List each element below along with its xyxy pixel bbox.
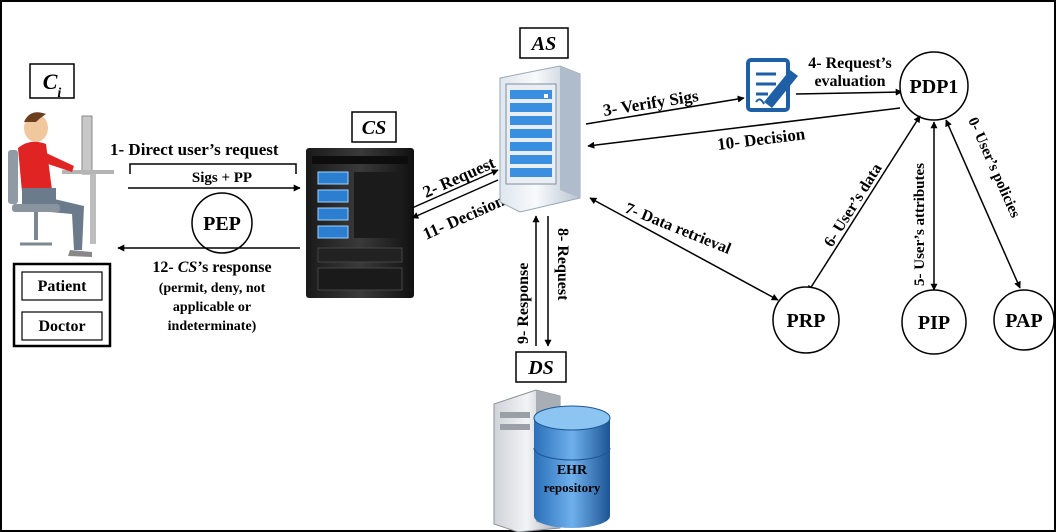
flow-7-arrow — [589, 197, 779, 301]
flow-12-label: 12- CS’s response — [152, 259, 271, 276]
ci-node: Ci — [29, 63, 75, 101]
role-doctor: Doctor — [38, 318, 85, 335]
ci-label: Ci — [43, 69, 62, 101]
cs-server-icon — [306, 148, 414, 298]
flow-4-label-line2: evaluation — [814, 73, 885, 90]
flow-12-line4: indeterminate) — [168, 319, 257, 334]
flow-3-label: 3- Verify Sigs — [602, 86, 701, 120]
user-at-desk-icon — [8, 112, 114, 257]
flow-12-line2: (permit, deny, not — [159, 281, 266, 296]
pap-label: PAP — [1005, 310, 1042, 332]
flow-4-arrow — [795, 88, 903, 96]
flow-9-label: 9- Response — [515, 263, 532, 344]
document-icon — [746, 58, 798, 112]
flow-5-label: 5- User’s attributes — [912, 163, 928, 286]
pap-node: PAP — [993, 289, 1055, 351]
flow-2-arrow — [411, 169, 499, 209]
cs-node: CS — [351, 111, 397, 143]
as-node: AS — [519, 27, 569, 59]
role-patient: Patient — [38, 278, 88, 295]
ds-label: DS — [527, 357, 554, 379]
flow-12-line3: applicable or — [173, 300, 251, 315]
flow-6-arrow — [807, 115, 921, 293]
flow-8-label: 8- Request — [554, 228, 571, 301]
prp-node: PRP — [772, 286, 840, 354]
repository-line2: repository — [544, 480, 601, 495]
flow-6-label: 6- User’s data — [821, 161, 886, 250]
pdp1-label: PDP1 — [910, 76, 959, 98]
pep-node: PEP — [191, 192, 253, 254]
flow-10-arrow — [587, 107, 901, 149]
pep-label: PEP — [203, 213, 241, 235]
cs-label: CS — [362, 117, 386, 139]
flow-11-arrow — [411, 179, 499, 219]
pip-node: PIP — [901, 289, 967, 355]
ds-node: DS — [515, 351, 567, 383]
pdp1-node: PDP1 — [899, 51, 969, 121]
flow-2-label: 2- Request — [420, 153, 498, 202]
flow-1-bracket — [129, 163, 297, 174]
repository-line1: EHR — [557, 463, 588, 478]
database-cylinder-icon: EHR repository — [533, 405, 611, 528]
flow-1-label: 1- Direct user’s request — [110, 140, 279, 159]
flow-0-arrow — [945, 119, 1021, 289]
flow-0-label: 0- User’s policies — [964, 115, 1023, 220]
flow-7-label: 7- Data retrieval — [623, 200, 734, 258]
as-server-icon — [499, 65, 581, 213]
pip-label: PIP — [918, 312, 950, 334]
prp-label: PRP — [787, 310, 826, 332]
flow-3-arrow — [585, 95, 745, 125]
flow-1-sub: Sigs + PP — [192, 170, 252, 186]
flow-4-label-line1: 4- Request’s — [808, 55, 891, 72]
as-label: AS — [530, 33, 556, 55]
roles-box: Patient Doctor — [12, 262, 112, 348]
